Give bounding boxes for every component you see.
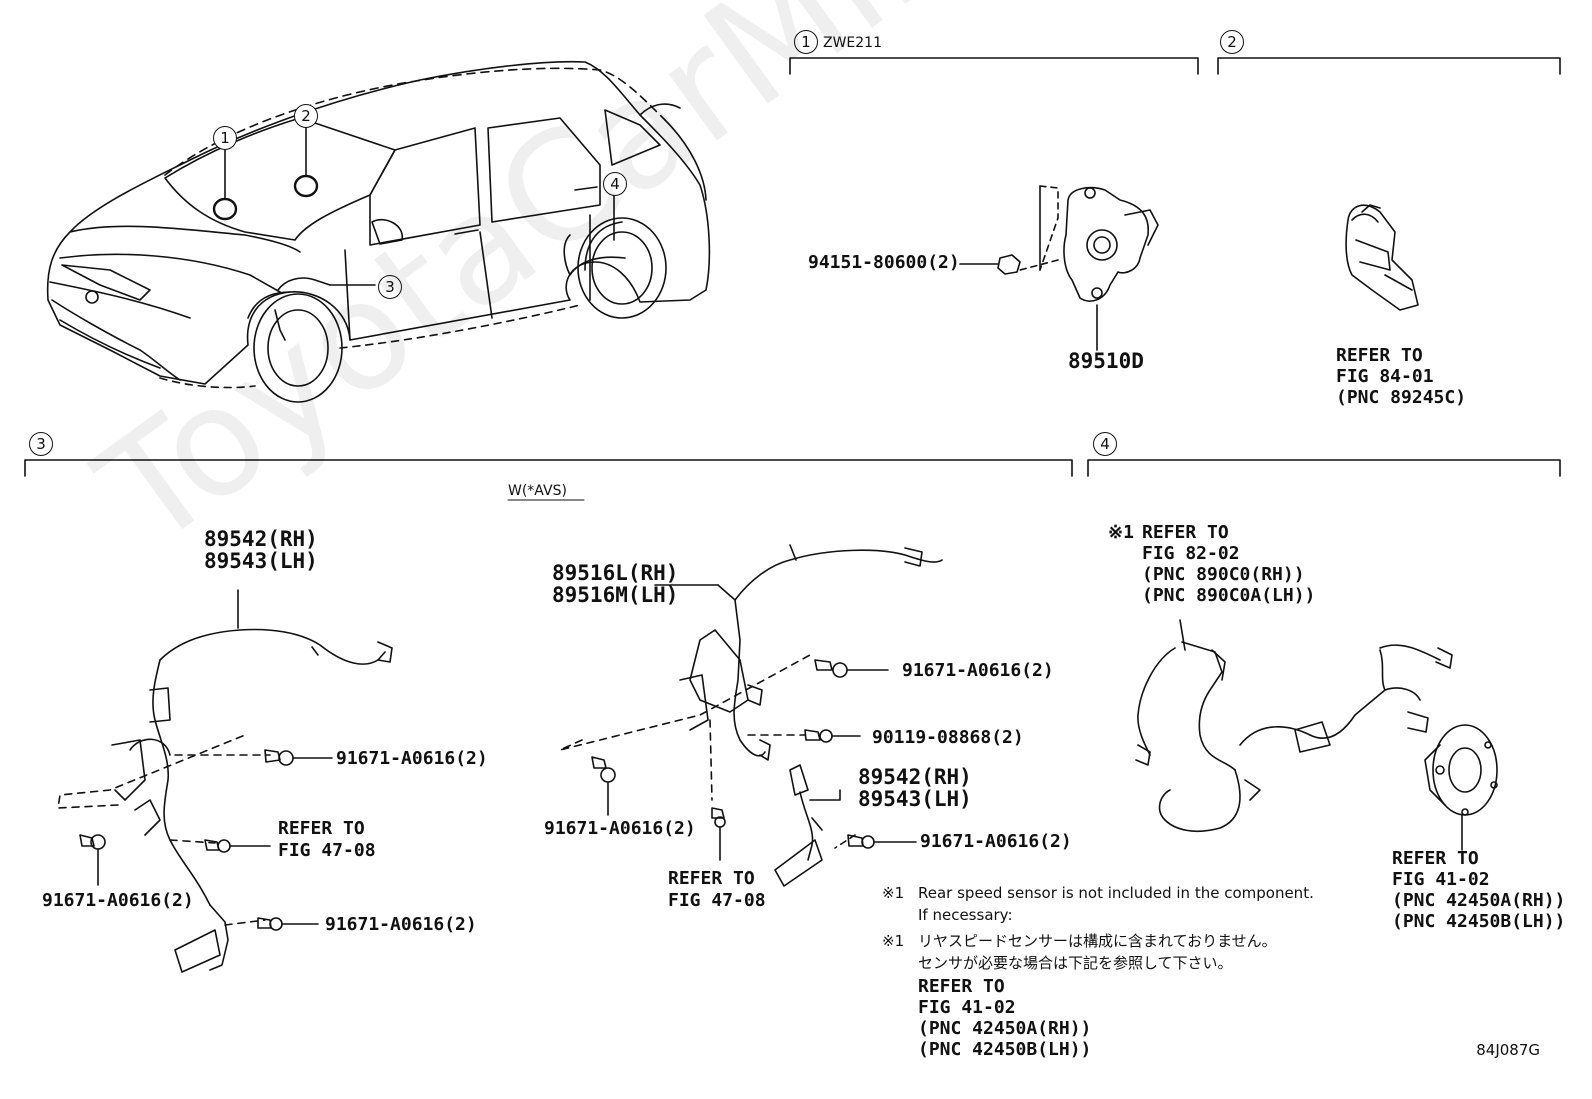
note-en-line1: Rear speed sensor is not included in the… [918,884,1314,902]
vehicle-callout-2: 2 [294,104,318,128]
bracket-3 [24,459,1073,477]
note-jp-line2: センサが必要な場合は下記を参照して下さい。 [918,954,1233,972]
note-refer-3: (PNC 42450A(RH)) [918,1018,1092,1039]
rear-refer-a-2: FIG 82-02 [1142,543,1240,564]
mid-refer-to: REFER TO [668,868,755,889]
note-jp-line1: リヤスピードセンサーは構成に含まれておりません。 [918,932,1277,950]
rear-refer-a-4: (PNC 890C0A(LH)) [1142,585,1316,606]
callout-3: 3 [29,432,53,456]
note-en-line2: If necessary: [918,906,1013,924]
rear-refer-b-1: REFER TO [1392,848,1479,869]
mid-bolt-left: 91671-A0616(2) [544,818,696,839]
left-refer-fig: FIG 47-08 [278,840,376,861]
note-refer-1: REFER TO [918,976,1005,997]
figure-code: 84J087G [1476,1041,1540,1059]
callout-2: 2 [1220,30,1244,54]
left-bolt-bottom: 91671-A0616(2) [325,914,477,935]
vehicle-callout-4: 4 [603,172,627,196]
harness-89542-left [57,589,393,973]
mid-refer-fig: FIG 47-08 [668,890,766,911]
mid-sensor-lh: 89543(LH) [858,787,972,811]
harness-89516-mid [559,544,943,887]
sensor-part-number: 89510D [1068,349,1144,373]
left-refer-to: REFER TO [278,818,365,839]
mid-harness-lh: 89516M(LH) [552,583,679,607]
rear-refer-a-3: (PNC 890C0(RH)) [1142,564,1305,585]
bracket-2 [1217,57,1561,75]
bracket-4 [1087,459,1561,477]
model-label: ZWE211 [823,35,883,51]
mid-harness-rh: 89516L(RH) [552,561,679,585]
nut-part-number: 94151-80600(2) [808,252,960,273]
vehicle-callout-3: 3 [378,275,402,299]
mid-sensor-rh: 89542(RH) [858,765,972,789]
refer-fig-label: FIG 84-01 [1336,366,1434,387]
note-mark-en: ※1 [882,884,905,902]
left-bolt-top: 91671-A0616(2) [336,748,488,769]
refer-pnc-label: (PNC 89245C) [1336,387,1467,408]
rear-refer-b-4: (PNC 42450B(LH)) [1392,911,1566,932]
harness-rear [1135,619,1498,851]
rear-mark: ※1 [1108,522,1134,543]
callout-4: 4 [1093,432,1117,456]
bracket-1 [789,57,1199,75]
rear-refer-a-1: REFER TO [1142,522,1229,543]
variant-label: W(*AVS) [508,483,567,499]
refer-to-label: REFER TO [1336,345,1423,366]
note-refer-2: FIG 41-02 [918,997,1016,1018]
mid-bolt-bottom: 91671-A0616(2) [920,831,1072,852]
rear-refer-b-3: (PNC 42450A(RH)) [1392,890,1566,911]
note-mark-jp: ※1 [882,932,905,950]
rear-refer-b-2: FIG 41-02 [1392,869,1490,890]
mid-bolt-top: 91671-A0616(2) [902,660,1054,681]
left-bolt-left: 91671-A0616(2) [42,890,194,911]
left-sensor-rh: 89542(RH) [204,527,318,551]
note-refer-4: (PNC 42450B(LH)) [918,1039,1092,1060]
mid-bolt-2: 90119-08868(2) [872,727,1024,748]
sensor-89245c [1345,204,1419,311]
vehicle-illustration [46,60,711,403]
left-sensor-lh: 89543(LH) [204,549,318,573]
sensor-89510d [959,185,1159,351]
vehicle-callout-1: 1 [213,126,237,150]
callout-1: 1 [794,30,818,54]
